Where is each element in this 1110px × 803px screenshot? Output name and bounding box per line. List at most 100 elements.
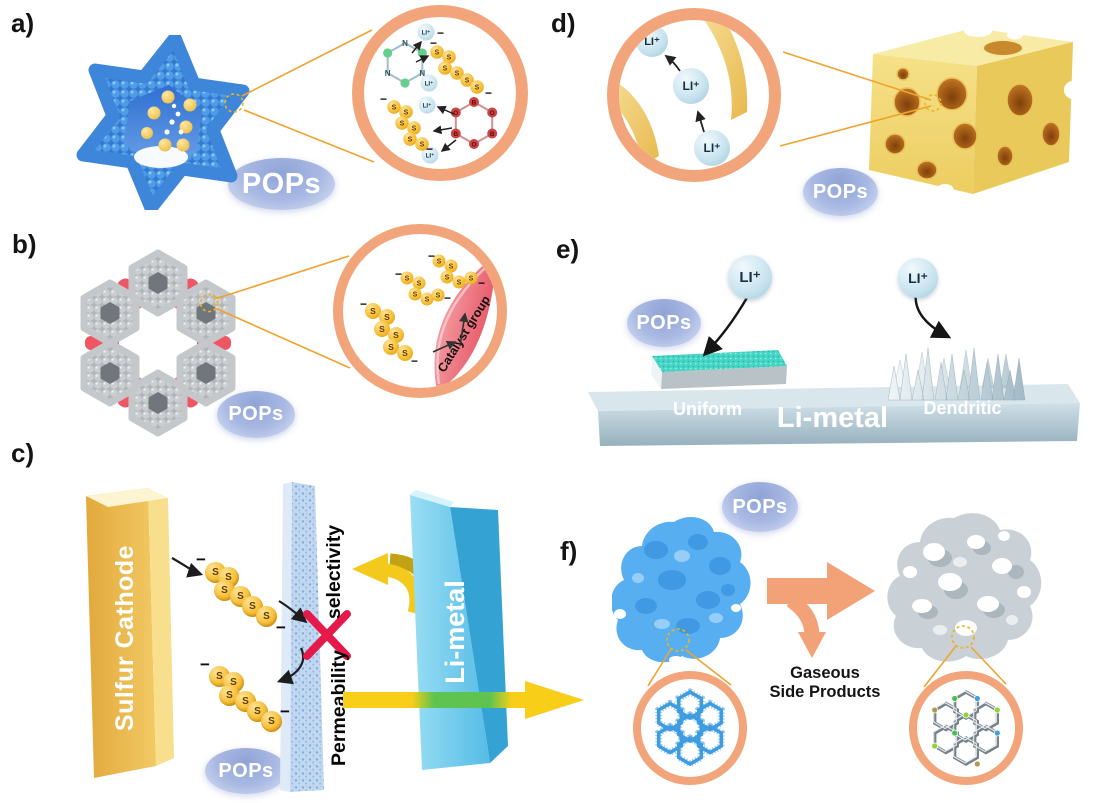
- svg-text:S: S: [457, 280, 462, 287]
- svg-text:S: S: [392, 105, 397, 112]
- svg-text:S: S: [379, 324, 385, 334]
- svg-text:S: S: [436, 293, 441, 300]
- svg-text:S: S: [408, 137, 413, 144]
- li-metal-slab: Li-metal: [410, 490, 508, 770]
- sulfur-cathode-label: Sulfur Cathode: [111, 545, 139, 731]
- selectivity-label: selectivity: [323, 525, 345, 619]
- b-atom-label: B: [472, 100, 477, 107]
- svg-text:S: S: [413, 292, 418, 299]
- svg-text:S: S: [404, 110, 409, 117]
- cheese-top-hole: [982, 39, 1024, 57]
- dendritic-label: Dendritic: [923, 398, 1002, 418]
- functional-site-dots: [931, 695, 1001, 768]
- li-ion-badges: LI⁺ LI⁺ LI⁺ LI⁺: [417, 23, 439, 164]
- li-metal-label-c: Li-metal: [440, 580, 470, 684]
- charge-minus: −: [280, 702, 290, 721]
- cof-ring-illustration: [68, 248, 250, 440]
- cheese-notches: [936, 25, 1082, 196]
- svg-text:S: S: [384, 312, 390, 322]
- cheese-cube-illustration: [869, 25, 1082, 196]
- b-atom-label: B: [453, 131, 458, 138]
- li-ion-label: LI⁺: [423, 103, 432, 110]
- charge-minus: −: [196, 550, 206, 569]
- cof-hex-clusters: [84, 253, 232, 433]
- li-ion-label: LI⁺: [644, 36, 660, 48]
- li-ion-label: LI⁺: [426, 153, 435, 160]
- svg-text:S: S: [437, 259, 442, 266]
- svg-text:S: S: [405, 276, 410, 283]
- degraded-pop-blob: [887, 513, 1042, 662]
- polysulfide-chain: SS SS S SS SS S SS SS SS: [365, 254, 478, 361]
- li-ion-label: LI⁺: [704, 141, 721, 155]
- li-ion-label: LI⁺: [683, 79, 700, 93]
- sulfur-cathode-slab: Sulfur Cathode: [86, 488, 174, 778]
- li-ion-ball: LI⁺: [728, 255, 772, 299]
- svg-text:−: −: [478, 276, 485, 290]
- svg-text:−: −: [430, 36, 437, 50]
- svg-text:S: S: [447, 55, 452, 62]
- inset-b-content: Catalyst group SS SS S SS SS S SS S: [360, 249, 495, 388]
- charge-minus: −− −− −−: [360, 249, 485, 368]
- svg-text:S: S: [425, 297, 430, 304]
- svg-text:−: −: [380, 92, 387, 106]
- gaseous-side-products-label: Gaseous Side Products: [769, 664, 881, 701]
- uniform-deposit: [651, 350, 787, 389]
- svg-text:S: S: [449, 264, 454, 271]
- b-atom-label: B: [490, 131, 495, 138]
- svg-text:−: −: [395, 267, 402, 281]
- shuttle-arrows: [171, 557, 308, 685]
- svg-text:S: S: [370, 306, 376, 316]
- panel-d-label: d): [551, 8, 576, 38]
- inset-circle-a: N N N B O B O B O: [352, 5, 528, 181]
- li-ion-label: LI⁺: [425, 81, 434, 88]
- deposition-arrows: [702, 291, 952, 357]
- ion-channel-wall: [619, 20, 748, 166]
- pops-badge-d: POPs: [803, 168, 878, 216]
- li-ion-ball: LI⁺: [898, 258, 938, 298]
- permeation-arrow: [343, 681, 584, 719]
- gray-honeycomb: [931, 690, 1001, 768]
- charge-minus: −: [276, 618, 286, 637]
- panel-c-label: c): [11, 438, 35, 468]
- uniform-label: Uniform: [673, 399, 742, 419]
- svg-text:S: S: [435, 50, 440, 57]
- o-atom-label: O: [453, 110, 458, 117]
- li-ion-balls: LI⁺ LI⁺ LI⁺: [636, 25, 730, 166]
- small-guest-balls: [164, 103, 184, 135]
- svg-text:−: −: [437, 26, 444, 40]
- svg-text:S: S: [469, 276, 474, 283]
- separator-membrane: [280, 482, 324, 792]
- ion-release-arrows: [411, 40, 457, 152]
- honeycomb-inset-degraded: [909, 671, 1023, 785]
- dendrites-front: [887, 347, 1026, 401]
- pops-badge-f: POPs: [722, 482, 798, 532]
- li-metal-base: [588, 384, 1080, 446]
- o-atom-label: O: [471, 142, 476, 149]
- svg-text:−: −: [426, 142, 433, 156]
- boroxine-ring: B O B O B O: [450, 97, 498, 149]
- svg-text:−: −: [428, 249, 435, 263]
- pops-badge-c: POPs: [205, 748, 287, 794]
- cheese-side-face: [973, 42, 1073, 194]
- blue-honeycomb: [641, 679, 739, 777]
- gaseous-arrow: [767, 562, 875, 658]
- permeability-label: Permeability: [328, 650, 350, 766]
- svg-text:S: S: [455, 71, 460, 78]
- charge-minus: −: [200, 655, 210, 674]
- svg-text:S: S: [417, 281, 422, 288]
- honeycomb-inset-pristine: [633, 671, 747, 785]
- panel-b-label: b): [12, 229, 37, 259]
- charge-minus: − − − − −: [380, 26, 492, 156]
- svg-text:−: −: [444, 291, 451, 305]
- n-atom-label: N: [402, 39, 408, 48]
- svg-text:−: −: [411, 354, 418, 368]
- inset-circle-d: LI⁺ LI⁺ LI⁺: [607, 8, 781, 182]
- dendrites-back: [893, 349, 1013, 389]
- panel-f-label: f): [560, 536, 578, 566]
- panel-a-label: a): [11, 8, 35, 38]
- n-atom-label: N: [419, 69, 425, 78]
- blocked-cross-icon: [303, 610, 351, 660]
- li-ion-label: LI⁺: [422, 30, 431, 37]
- polysulfide-chain: SS SS SS SS SS SS: [387, 45, 484, 151]
